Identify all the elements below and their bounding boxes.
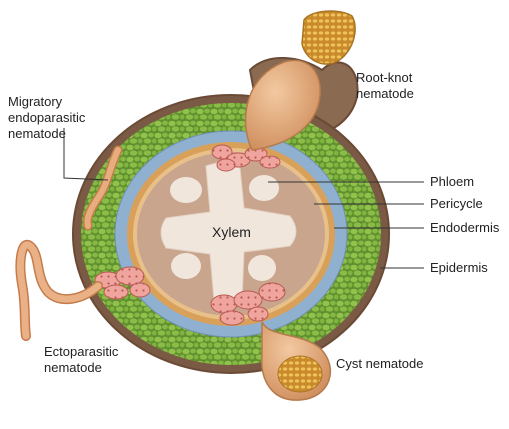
- root-knot-egg-mass: [301, 10, 356, 65]
- label-root-knot-nematode: Root-knot nematode: [356, 70, 414, 101]
- feeding-cells-bottom: [210, 282, 286, 326]
- label-endodermis: Endodermis: [430, 220, 500, 235]
- label-phloem: Phloem: [430, 174, 475, 189]
- feeding-cells-top: [211, 144, 281, 172]
- leader-lines: [63, 128, 424, 269]
- label-xylem: Xylem: [212, 224, 251, 240]
- phloem-cell: [170, 177, 202, 203]
- label-migratory-nematode: Migratory endoparasitic nematode: [8, 94, 86, 141]
- phloem-cell: [249, 175, 279, 201]
- label-cyst-nematode: Cyst nematode: [336, 356, 424, 371]
- root-knot-nematode: [244, 59, 321, 151]
- label-pericycle: Pericycle: [430, 196, 483, 211]
- label-epidermis: Epidermis: [430, 260, 488, 275]
- label-ectoparasitic-nematode: Ectoparasitic nematode: [44, 344, 119, 375]
- phloem-cell: [248, 255, 276, 281]
- phloem-cell: [171, 253, 201, 279]
- cyst-egg-mass: [277, 355, 323, 393]
